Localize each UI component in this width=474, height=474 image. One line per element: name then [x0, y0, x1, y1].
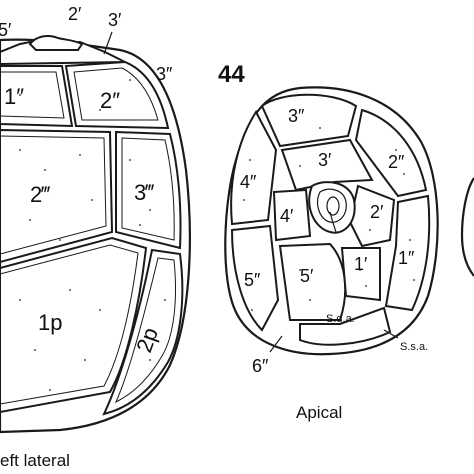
apical-stipple	[243, 117, 415, 311]
apical-plate-3prime	[280, 138, 374, 192]
apical-caption: Apical	[296, 403, 342, 422]
left-plate-3ddd	[115, 130, 182, 250]
apical-plate-5dd	[230, 224, 280, 332]
apical-view: 44	[218, 61, 439, 422]
pointer-6dd	[269, 335, 283, 353]
left-cell-outline	[0, 38, 191, 434]
pointer-ssa	[383, 329, 399, 339]
label-apical-5prime: 5′	[300, 266, 314, 286]
apical-plate-3dd	[260, 93, 358, 148]
label-left-2prime: 2′	[68, 4, 82, 24]
right-partial-view	[460, 177, 474, 277]
label-apical-4dd: 4″	[240, 172, 257, 192]
label-apical-1prime: 1′	[354, 254, 368, 274]
label-left-3dd: 3″	[156, 64, 173, 84]
label-left-2ddd: 2‴	[30, 182, 50, 207]
left-plate-2dd	[64, 60, 170, 130]
figure-number: 44	[218, 61, 245, 88]
apical-plate-sda	[299, 306, 392, 346]
label-apical-6dd: 6″	[252, 356, 269, 376]
left-lateral-view: 5′ 2′ 3′ 3″ 1″ 2″ 2‴ 3‴ 1p 2p eft latera…	[0, 4, 191, 470]
apical-plate-1prime	[340, 247, 381, 302]
label-apical-1dd: 1″	[398, 248, 415, 268]
label-left-2dd: 2″	[100, 88, 120, 113]
label-left-5prime: 5′	[0, 20, 12, 40]
label-apical-3dd: 3″	[288, 106, 305, 126]
apical-pore-complex	[308, 181, 356, 234]
label-left-1p: 1p	[38, 310, 62, 335]
label-apical-4prime: 4′	[280, 206, 294, 226]
label-apical-sda: S.d.a.	[326, 313, 355, 325]
label-apical-ssa: S.s.a.	[400, 341, 428, 353]
label-apical-3prime: 3′	[318, 150, 332, 170]
left-plate-1p	[0, 236, 148, 414]
label-apical-5dd: 5″	[244, 270, 261, 290]
left-plate-2ddd	[0, 128, 114, 264]
left-plate-1dd	[0, 65, 74, 128]
label-left-3prime: 3′	[108, 10, 122, 30]
left-stipple	[19, 79, 166, 391]
left-plate-2p	[102, 248, 184, 416]
left-caption: eft lateral	[0, 451, 70, 470]
right-cell-edge	[460, 177, 474, 277]
apical-plate-1dd	[384, 194, 431, 312]
label-apical-2dd: 2″	[388, 152, 405, 172]
apical-plate-4prime	[272, 188, 312, 242]
left-apex-tip	[28, 35, 84, 51]
apical-plate-2dd	[354, 108, 428, 198]
label-apical-2prime: 2′	[370, 202, 384, 222]
apical-plate-4dd	[230, 110, 278, 226]
label-left-1dd: 1″	[4, 84, 24, 109]
label-left-3ddd: 3‴	[134, 180, 154, 205]
